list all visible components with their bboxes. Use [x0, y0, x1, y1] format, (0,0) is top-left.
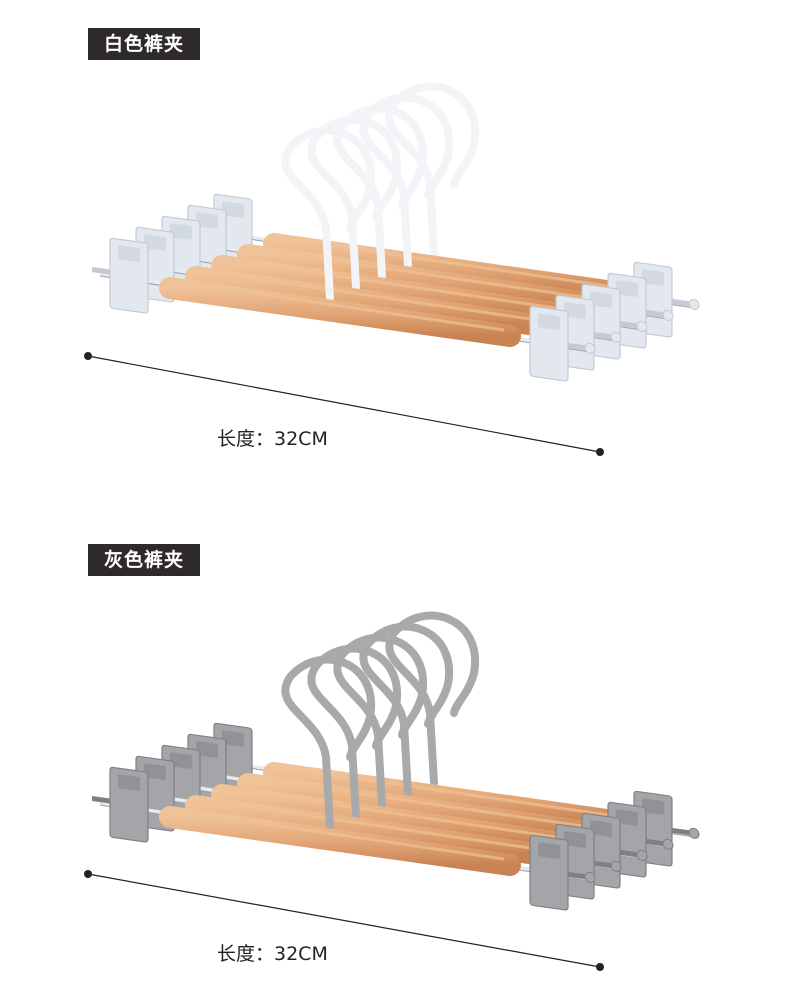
measurement-line-gray	[84, 870, 604, 971]
hanger-stack-white	[92, 82, 700, 382]
section-title-white: 白色裤夹	[88, 28, 201, 60]
white-hanger-illustration	[84, 82, 700, 456]
left-clip	[92, 237, 149, 314]
hanger-1	[92, 126, 596, 382]
gray-hanger-illustration	[84, 611, 700, 971]
white-hanger-section: 白色裤夹 长度：32CM	[0, 0, 788, 497]
right-clip	[529, 305, 596, 382]
section-title-gray: 灰色裤夹	[88, 544, 201, 576]
gray-hanger-section: 灰色裤夹 长度：32CM	[0, 497, 788, 995]
right-clip	[529, 834, 596, 911]
hanger-stack-gray	[92, 611, 700, 911]
hanger-1	[92, 655, 596, 911]
length-label-gray: 长度：32CM	[217, 943, 328, 965]
length-label-white: 长度：32CM	[217, 428, 328, 450]
measurement-line-white	[84, 352, 604, 456]
left-clip	[92, 766, 149, 843]
